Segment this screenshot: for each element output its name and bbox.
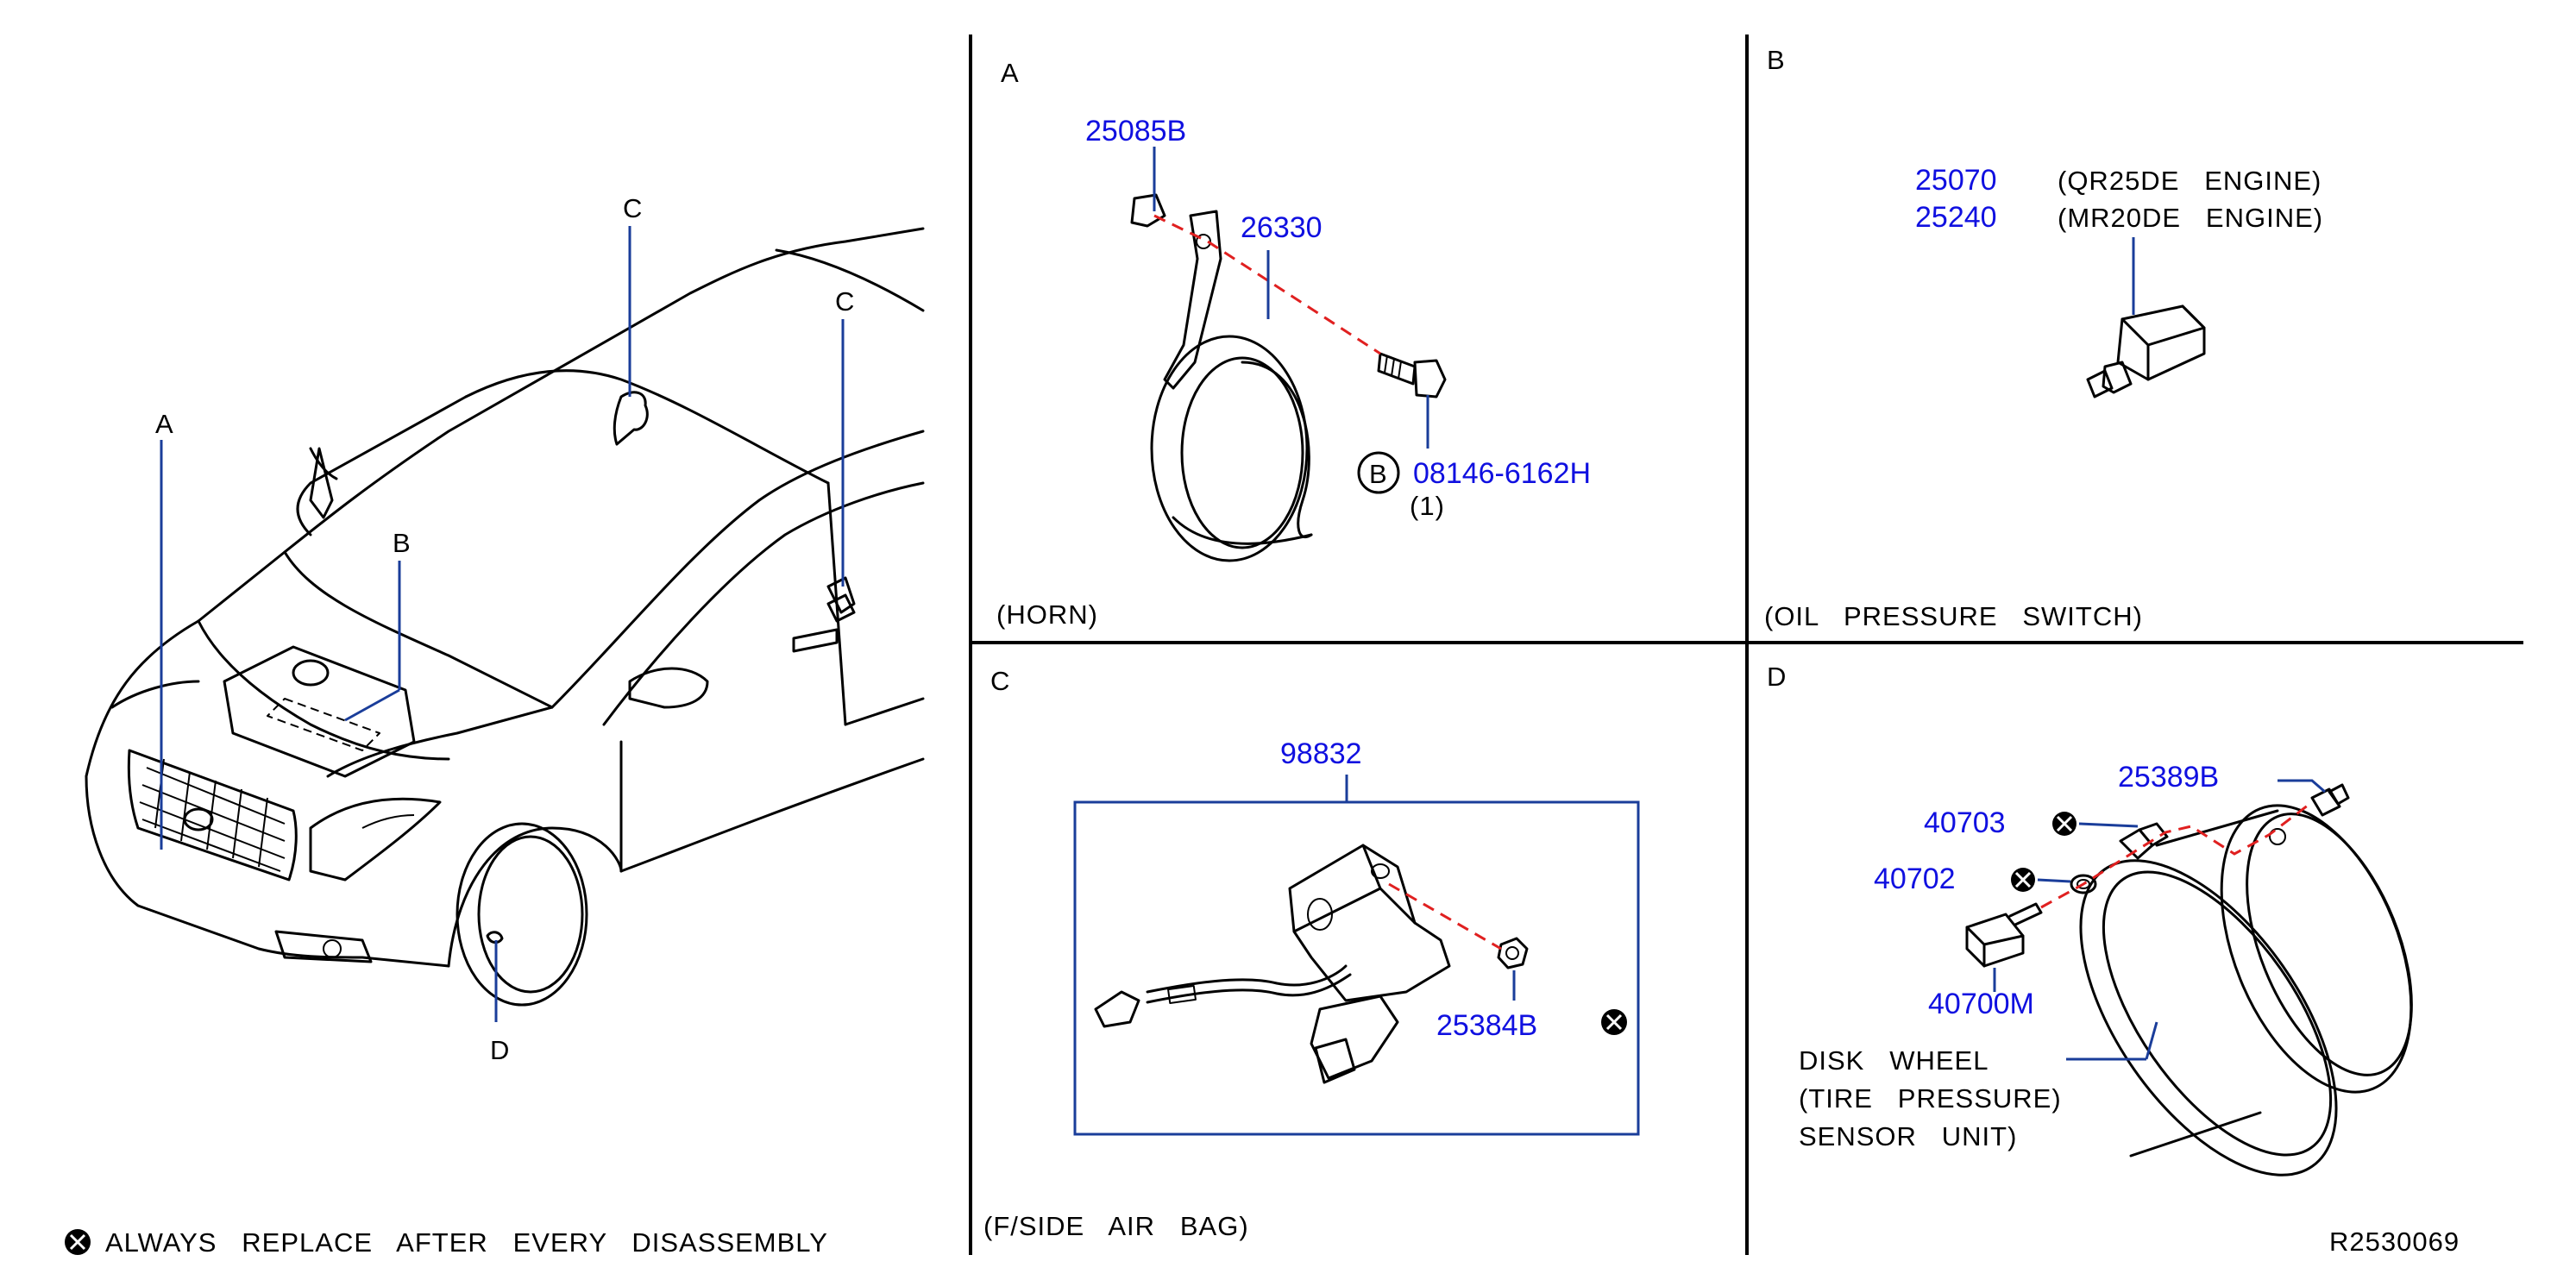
overview-callouts: A B C C D [155,193,854,1065]
section-b-caption: (OIL PRESSURE SWITCH) [1764,601,2143,631]
part-number-26330: 26330 [1241,211,1323,244]
section-a-letter: A [1001,58,1019,88]
engine-note-qr25de: (QR25DE ENGINE) [2058,166,2322,196]
callout-c-pillar: C [835,286,854,317]
section-b-letter: B [1767,45,1785,75]
bolt-ref-letter: B [1369,459,1387,489]
section-c: C 98832 25384B (F/SIDE AIR BAG) [983,666,1640,1241]
bolt-part [1377,352,1447,398]
ref-circle-icon [1357,451,1400,494]
engine-note-mr20de: (MR20DE ENGINE) [2058,203,2323,233]
part-number-25070: 25070 [1915,164,1997,197]
part-number-25384b: 25384B [1436,1009,1537,1042]
section-d: D [1767,662,2413,1176]
callout-d: D [490,1035,509,1065]
horn-part [1150,335,1313,562]
wheel-label-line-2: (TIRE PRESSURE) [1799,1083,2062,1114]
wheel-label-line-3: SENSOR UNIT) [1799,1121,2017,1151]
section-b: B 25070 (QR25DE ENGINE) 25240 (MR20DE EN… [1764,45,2323,631]
section-a: A 25085B 26330 B 08146-6162H (1) [996,58,1591,630]
callout-b: B [393,528,411,558]
part-number-98832: 98832 [1280,737,1362,770]
part-number-25085b: 25085B [1085,115,1186,147]
part-number-40700m: 40700M [1928,988,2034,1020]
seal-part [2070,874,2097,894]
nut-part [1497,937,1529,969]
part-number-25389b: 25389B [2118,761,2219,794]
kit-outline [1073,800,1640,1136]
air-bag-sensor-part [1094,844,1451,1084]
wheel-label-line-1: DISK WHEEL [1799,1045,1989,1076]
drawing-id: R2530069 [2329,1227,2460,1257]
disk-wheel-part [2079,804,2413,1176]
car-overview [85,227,925,1007]
section-a-caption: (HORN) [996,599,1098,630]
nut-40703-part [2119,822,2169,860]
legend-text: ALWAYS REPLACE AFTER EVERY DISASSEMBLY [105,1227,828,1258]
part-number-08146-6162h: 08146-6162H [1413,457,1591,490]
bolt-quantity: (1) [1410,491,1445,521]
horn-bracket [1163,210,1222,390]
part-number-25240: 25240 [1915,201,1997,234]
tire-pressure-sensor-part [1965,902,2043,968]
section-c-caption: (F/SIDE AIR BAG) [983,1211,1249,1241]
panel-separators [969,35,2523,1255]
section-d-letter: D [1767,662,1786,692]
section-c-letter: C [990,666,1009,696]
callout-a: A [155,409,173,439]
oil-pressure-switch-part [2086,304,2206,398]
part-number-40703: 40703 [1924,806,2006,839]
legend: ALWAYS REPLACE AFTER EVERY DISASSEMBLY [65,1227,828,1258]
valve-cap-part [2310,783,2350,817]
bracket-part [1130,193,1166,228]
part-number-40702: 40702 [1874,863,1956,895]
callout-c-roof: C [623,193,642,223]
